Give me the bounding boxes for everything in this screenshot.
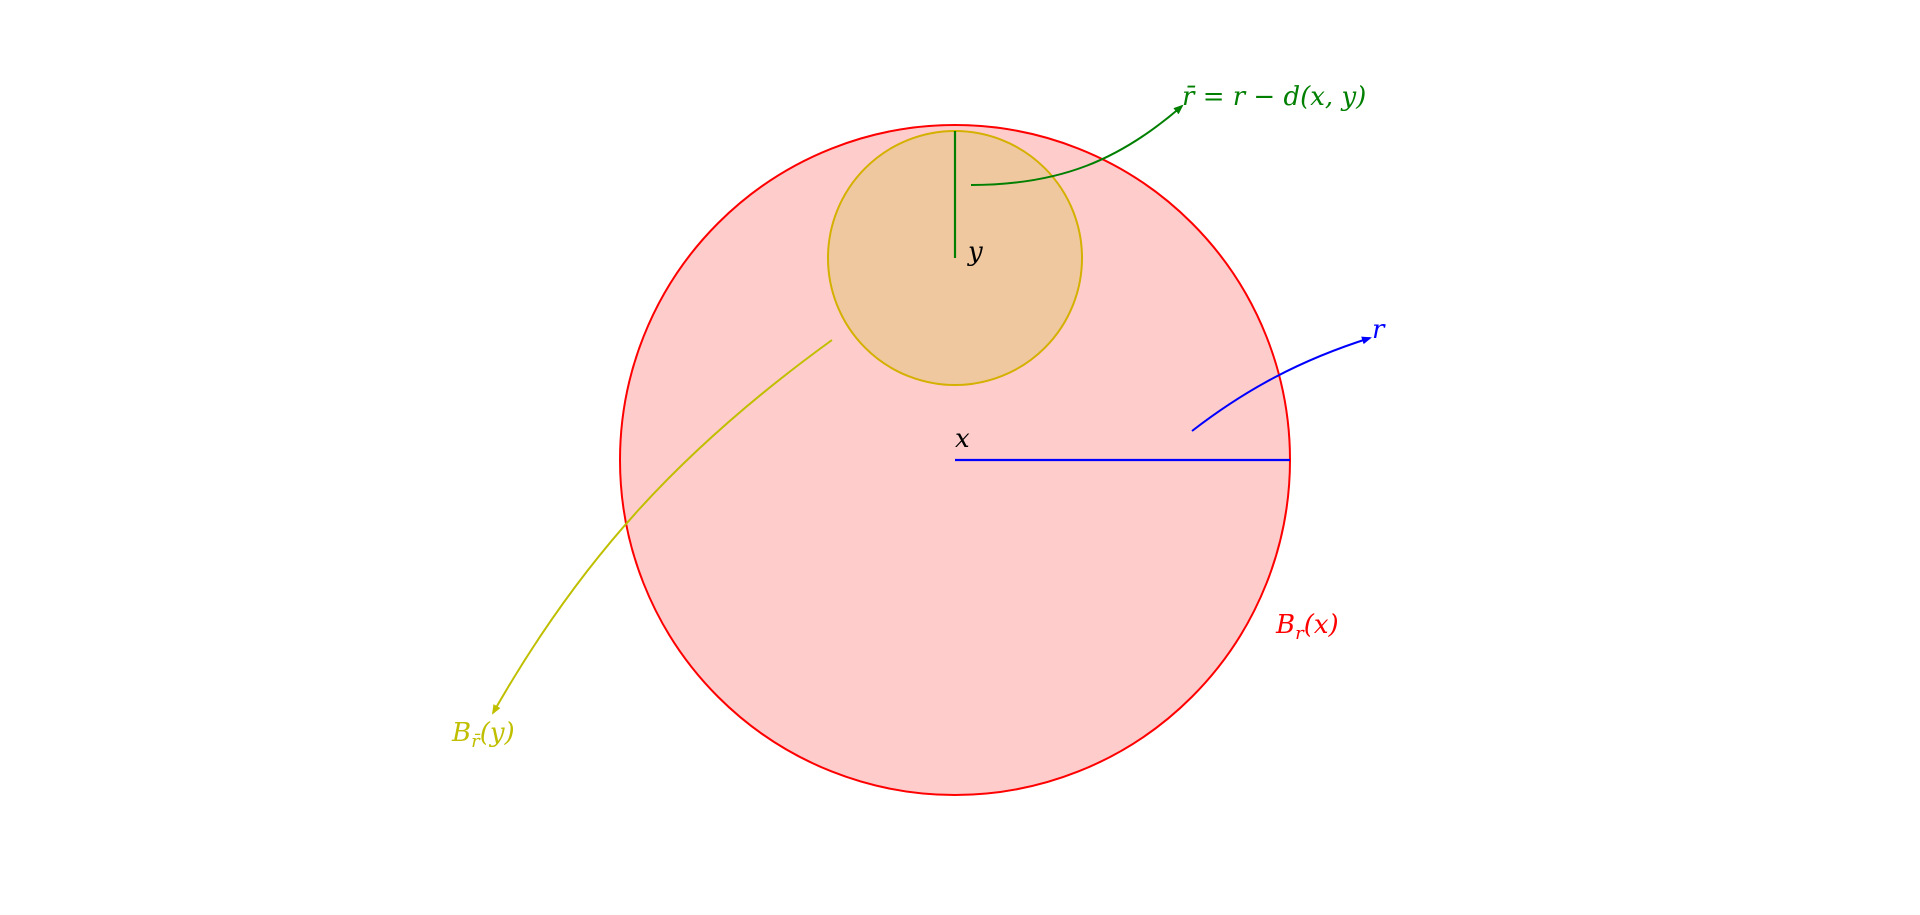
x-point-label: x	[955, 424, 970, 454]
r-arrow	[1191, 336, 1372, 432]
y-point-label: y	[967, 237, 983, 267]
r-radius-label: r	[1372, 315, 1386, 345]
rbar-arrow	[970, 104, 1184, 186]
big-ball-label: Br(x)	[1275, 610, 1339, 644]
small-ball-label: Br̄(y)	[451, 718, 515, 752]
small-ball-arrow	[492, 339, 833, 715]
rbar-equation-label: r̄ = r − d(x, y)	[1182, 82, 1366, 112]
